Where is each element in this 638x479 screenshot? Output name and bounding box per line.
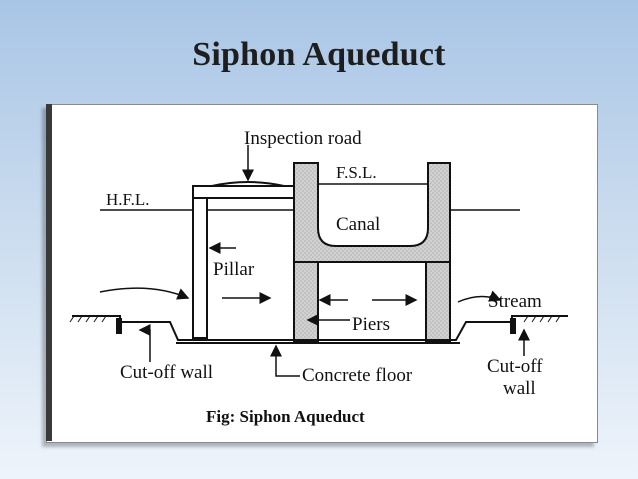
inspection-road-deck [192, 185, 295, 199]
figure-caption: Fig: Siphon Aqueduct [206, 407, 365, 426]
frame-border [46, 104, 52, 441]
label-inspection-road: Inspection road [244, 128, 362, 149]
figure-frame [46, 104, 598, 443]
label-cutoff-wall-right-2: wall [503, 378, 536, 399]
leader-concrete-floor [270, 344, 300, 377]
slide-title: Siphon Aqueduct [192, 36, 446, 73]
label-piers: Piers [352, 314, 390, 335]
pillar [192, 187, 208, 339]
road-camber [211, 181, 285, 187]
label-pillar: Pillar [213, 259, 255, 280]
leader-cutoff-left [138, 324, 151, 362]
canal-trough [293, 162, 451, 263]
flow-arrow-stream [457, 290, 502, 303]
bed-hatching [69, 315, 561, 323]
label-cutoff-wall-left: Cut-off wall [120, 362, 213, 383]
label-hfl: H.F.L. [106, 190, 150, 209]
cutoff-wall-left [116, 318, 122, 334]
label-stream: Stream [488, 291, 542, 312]
label-canal: Canal [336, 214, 380, 235]
flow-arrow-curved [99, 287, 190, 300]
pier-left [293, 261, 319, 343]
label-concrete-floor: Concrete floor [302, 365, 413, 386]
label-cutoff-wall-right-1: Cut-off [487, 356, 543, 377]
label-fsl: F.S.L. [336, 163, 377, 182]
cutoff-wall-right [510, 318, 516, 334]
pier-right [425, 261, 451, 343]
